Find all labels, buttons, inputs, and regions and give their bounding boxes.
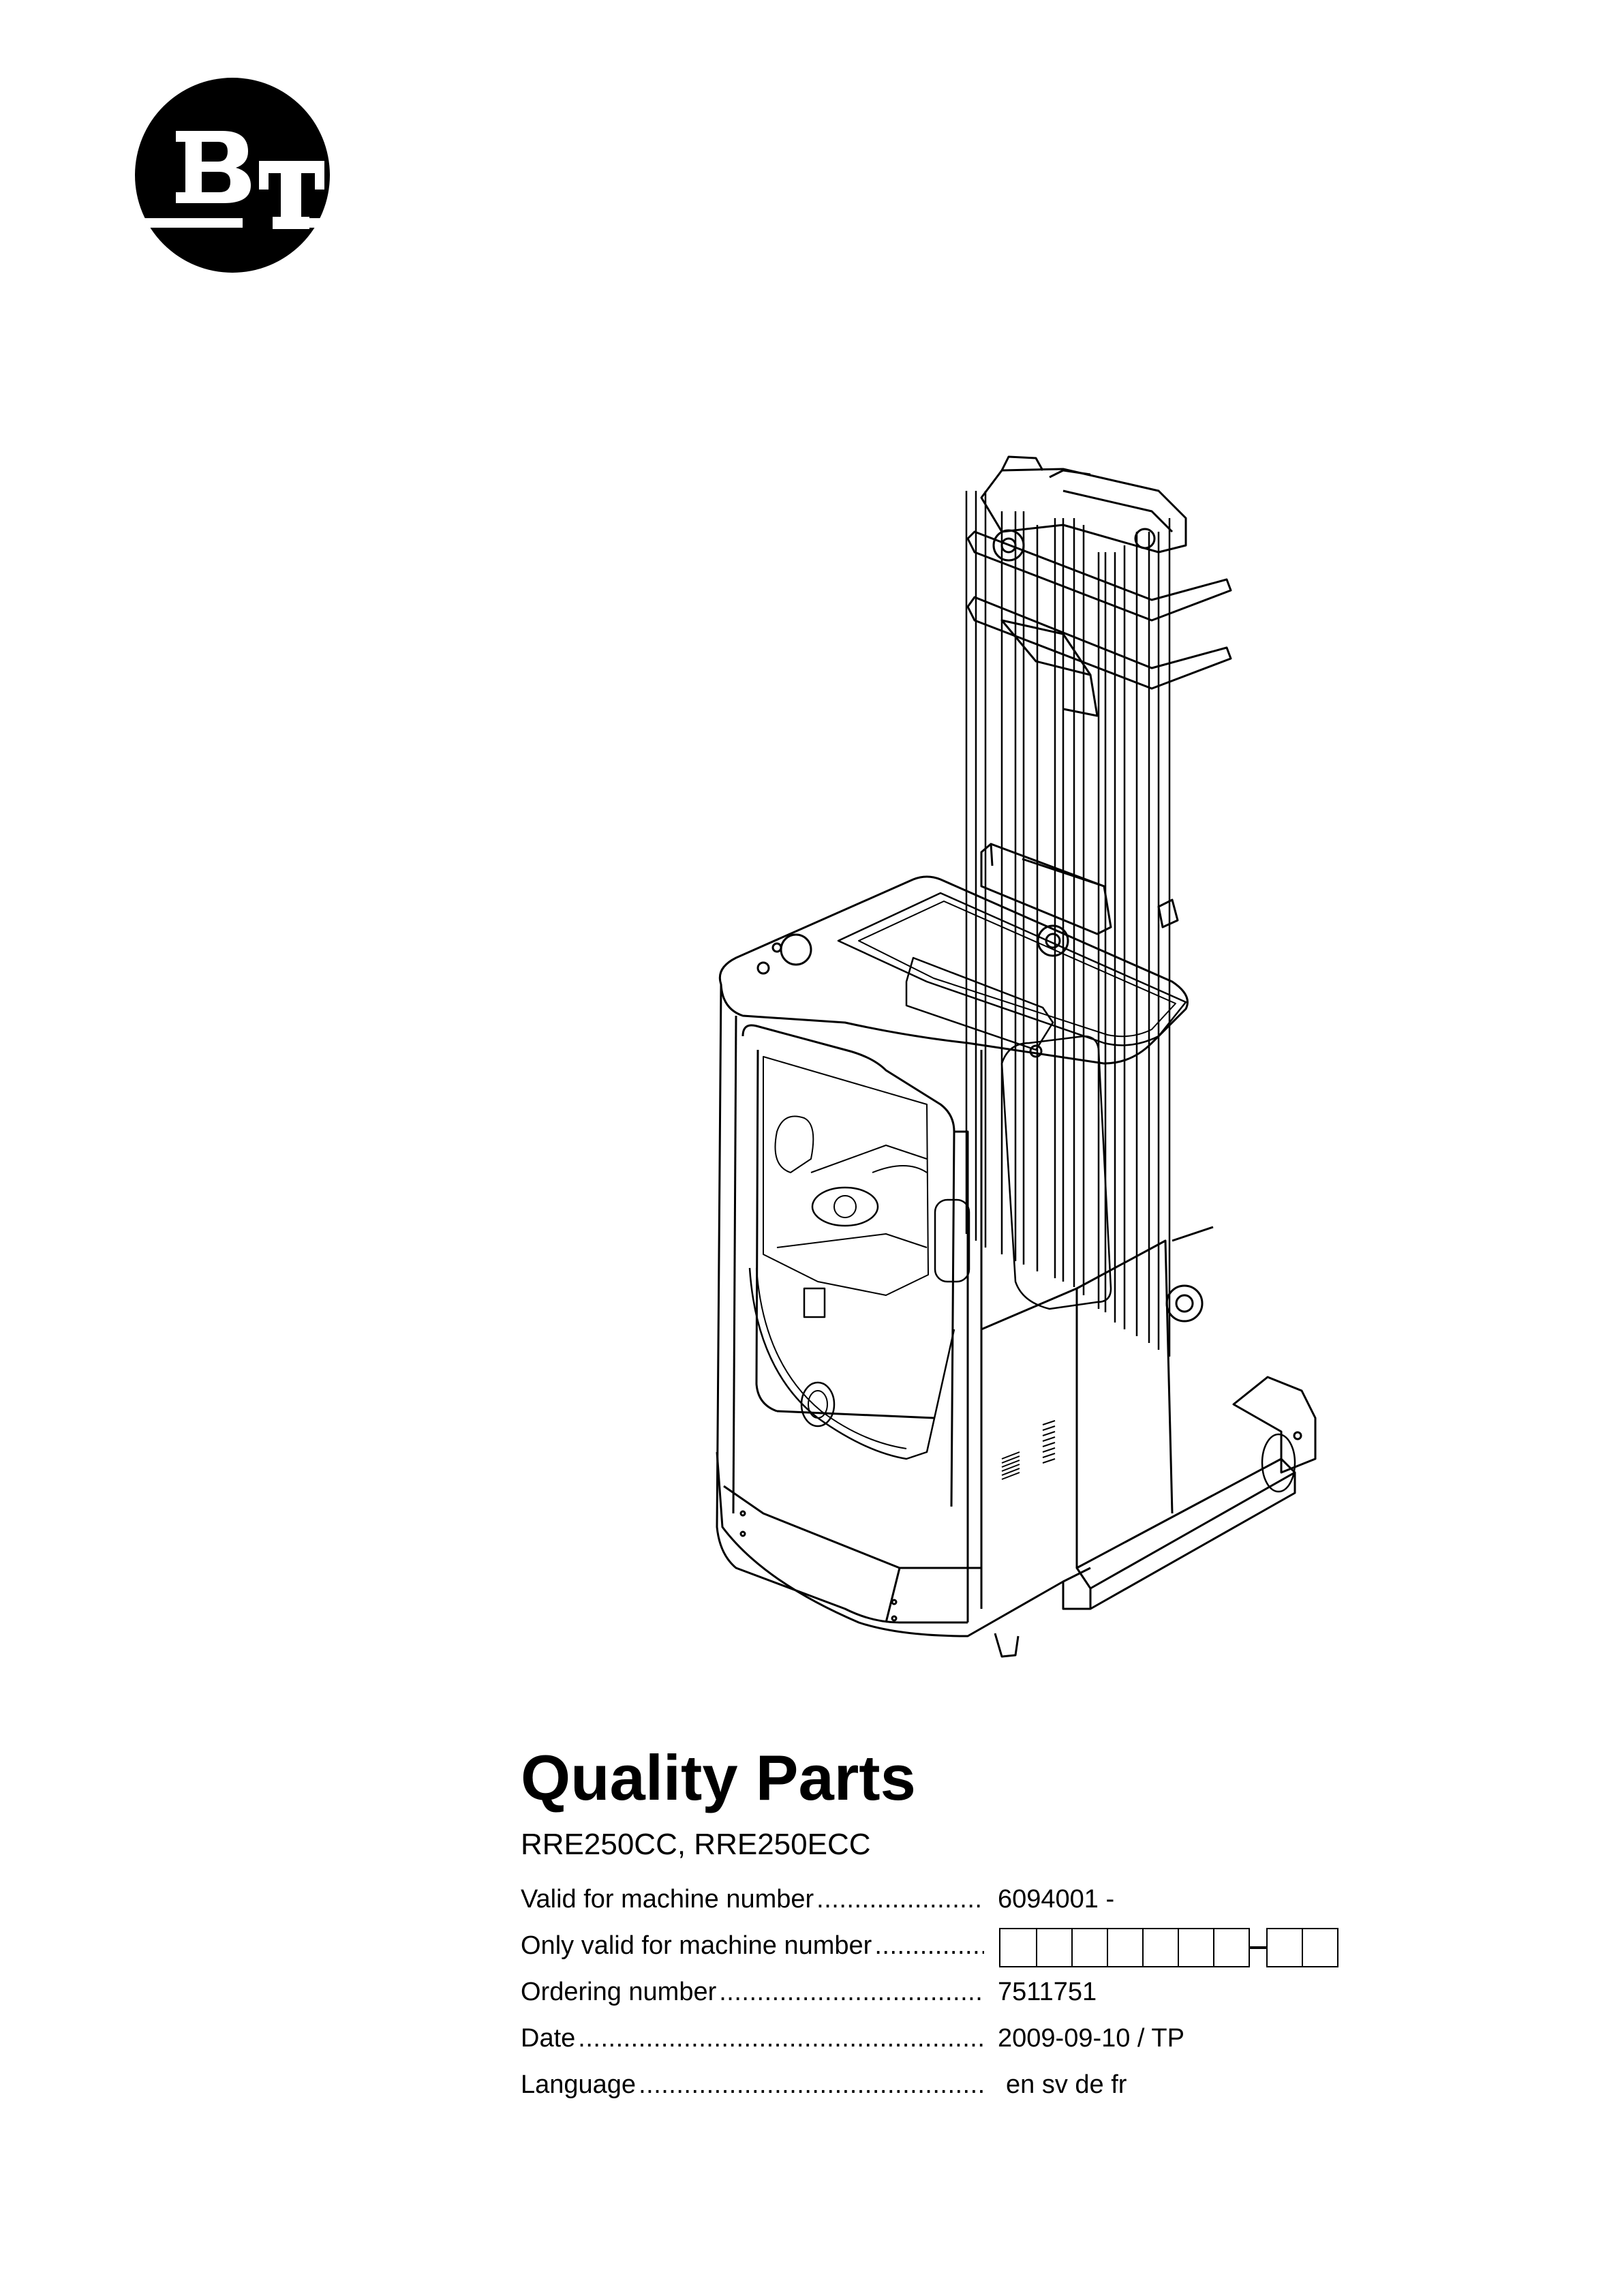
info-row-only-valid-machine-number: Only valid for machine number ..........… — [521, 1922, 1407, 1969]
machine-number-boxes — [999, 1928, 1338, 1967]
reach-truck-illustration — [682, 450, 1349, 1677]
info-label: Valid for machine number — [521, 1876, 817, 1922]
reach-truck-drawing-icon — [716, 455, 1317, 1658]
info-label: Ordering number — [521, 1969, 720, 2015]
info-value: 2009-09-10 / TP — [998, 2024, 1184, 2053]
info-value: 6094001 - — [998, 1885, 1115, 1914]
info-label: Date — [521, 2015, 579, 2061]
dot-leader: ........................................… — [816, 1885, 984, 1914]
info-row-valid-machine-number: Valid for machine number ...............… — [521, 1876, 1407, 1922]
machine-number-cell — [1071, 1928, 1108, 1967]
bt-brand-logo-icon — [134, 78, 331, 273]
info-row-language: Language ...............................… — [521, 2061, 1407, 2108]
document-title: Quality Parts — [521, 1742, 916, 1813]
dot-leader: ........................................… — [578, 2024, 984, 2053]
model-list: RRE250CC, RRE250ECC — [521, 1828, 871, 1861]
machine-number-cell — [1036, 1928, 1073, 1967]
machine-number-cell — [1107, 1928, 1144, 1967]
info-value: 7511751 — [998, 1978, 1097, 2006]
machine-number-cell — [1266, 1928, 1303, 1967]
info-label: Language — [521, 2061, 639, 2108]
dot-leader: ........................................… — [719, 1978, 984, 2006]
machine-number-cell — [1142, 1928, 1179, 1967]
info-row-date: Date ...................................… — [521, 2015, 1407, 2061]
info-label: Only valid for machine number — [521, 1922, 875, 1969]
document-info: Valid for machine number ...............… — [521, 1876, 1407, 2108]
machine-number-cell — [1213, 1928, 1250, 1967]
cover-title-block: Quality Parts RRE250CC, RRE250ECC — [521, 1737, 1475, 1865]
info-row-ordering-number: Ordering number ........................… — [521, 1969, 1407, 2015]
machine-number-cell — [1178, 1928, 1214, 1967]
dot-leader: ........................................… — [874, 1931, 984, 1960]
machine-number-cell — [1302, 1928, 1338, 1967]
machine-number-separator — [1249, 1946, 1266, 1949]
bt-logo — [134, 76, 331, 274]
machine-number-cell — [999, 1928, 1037, 1967]
dot-leader: ........................................… — [639, 2070, 984, 2099]
info-value: en sv de fr — [1006, 2070, 1127, 2099]
